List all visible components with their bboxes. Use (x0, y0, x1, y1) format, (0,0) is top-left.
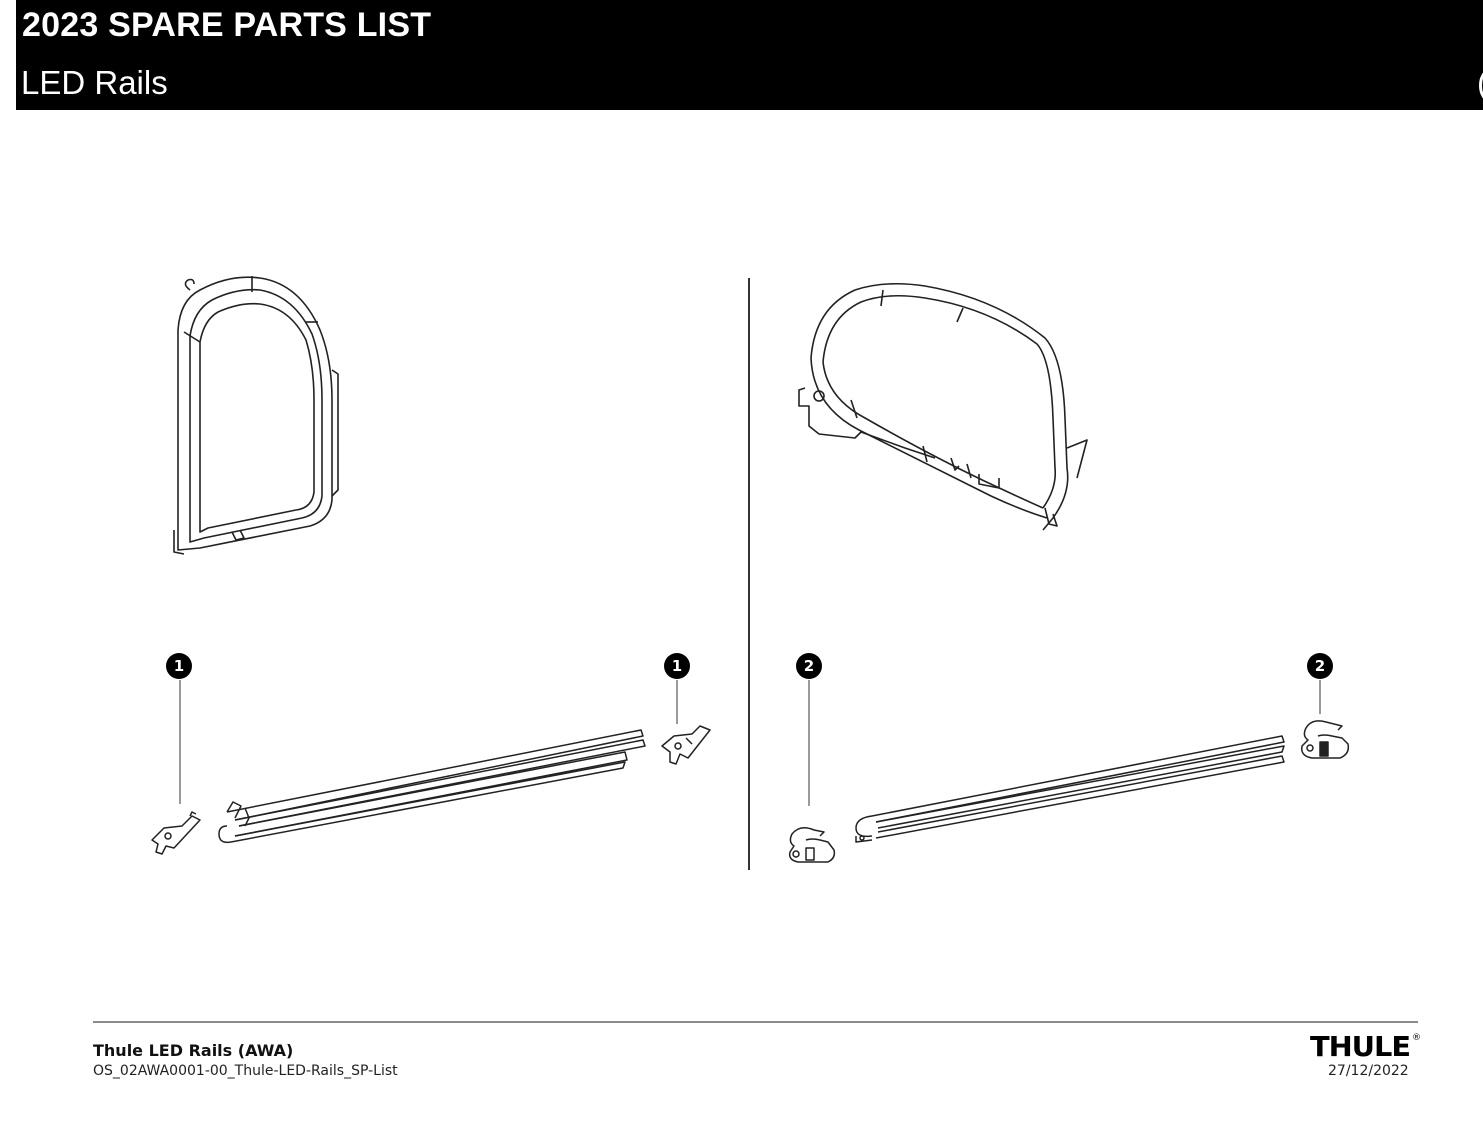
logo-wordmark: THULE (1310, 1030, 1410, 1060)
left-end-cap-1-illustration (151, 811, 201, 855)
callout-badge: 2 (796, 653, 822, 679)
callout-leader-line (808, 680, 810, 806)
right-end-cap-2-illustration (1300, 720, 1350, 759)
thule-logo: THULE ® (1310, 1030, 1420, 1060)
header-bar: 2023 SPARE PARTS LIST LED Rails ( (16, 0, 1483, 110)
right-end-cap-1-illustration (661, 725, 711, 765)
footer-document-id: OS_02AWA0001-00_Thule-LED-Rails_SP-List (93, 1063, 398, 1079)
callout-badge: 1 (664, 653, 690, 679)
callout-badge: 2 (1307, 653, 1333, 679)
right-led-rail-illustration (855, 735, 1285, 843)
right-frame-illustration (798, 282, 1088, 531)
left-led-rail-illustration (218, 729, 646, 844)
footer-date: 27/12/2022 (1328, 1063, 1409, 1079)
left-frame-illustration (173, 276, 339, 555)
footer-rule (93, 1021, 1418, 1023)
footer-product-name: Thule LED Rails (AWA) (93, 1041, 294, 1060)
clipped-header-glyph: ( (1477, 62, 1483, 104)
callout-leader-line (1319, 680, 1321, 714)
callout-leader-line (179, 680, 181, 804)
callout-leader-line (676, 680, 678, 724)
registered-mark: ® (1412, 1033, 1420, 1043)
panel-divider (748, 278, 750, 870)
page-title: 2023 SPARE PARTS LIST (22, 6, 432, 44)
callout-badge: 1 (166, 653, 192, 679)
page-subtitle: LED Rails (21, 64, 168, 101)
left-end-cap-2-illustration (788, 827, 836, 863)
